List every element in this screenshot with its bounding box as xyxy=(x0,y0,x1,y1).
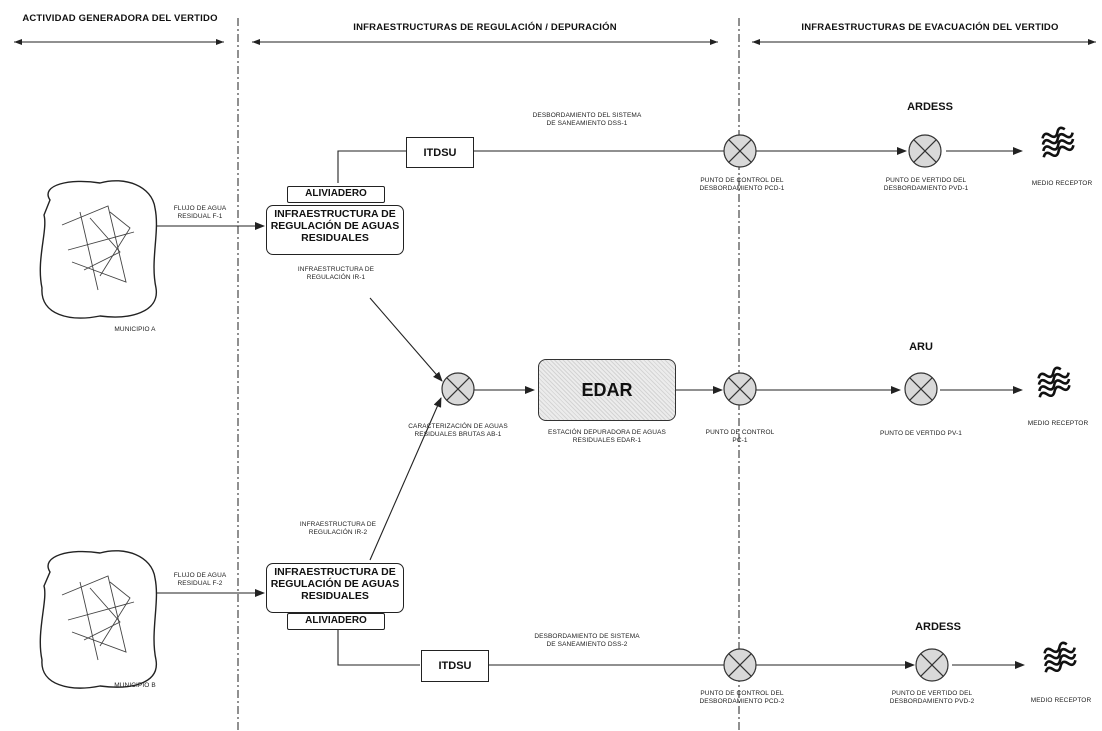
label-pv1: PUNTO DE VERTIDO PV-1 xyxy=(879,430,963,437)
label-pc1: PUNTO DE CONTROL PC-1 xyxy=(705,429,775,444)
water-icon-middle xyxy=(1030,363,1076,402)
label-pvd1: PUNTO DE VERTIDO DEL DESBORDAMIENTO PVD-… xyxy=(883,177,969,192)
water-icon-bottom xyxy=(1036,638,1082,677)
label-municipio-b: MUNICIPIO B xyxy=(114,682,156,689)
node-pvd2 xyxy=(915,648,949,682)
itdsu-box-bottom: ITDSU xyxy=(421,650,489,682)
node-pcd2 xyxy=(723,648,757,682)
label-dss2: DESBORDAMIENTO DE SISTEMA DE SANEAMIENTO… xyxy=(534,633,640,648)
water-icon-top xyxy=(1034,123,1080,162)
aliviadero-box-bottom: ALIVIADERO xyxy=(287,613,385,630)
label-ir2: INFRAESTRUCTURA DE REGULACIÓN IR-2 xyxy=(299,521,377,536)
label-pvd2: PUNTO DE VERTIDO DEL DESBORDAMIENTO PVD-… xyxy=(889,690,975,705)
label-ir1: INFRAESTRUCTURA DE REGULACIÓN IR-1 xyxy=(297,266,375,281)
flow-lines xyxy=(156,147,1025,669)
header-evacuation: INFRAESTRUCTURAS DE EVACUACIÓN DEL VERTI… xyxy=(801,22,1059,33)
municipio-b-blob xyxy=(39,550,158,689)
label-aru: ARU xyxy=(909,341,933,353)
label-flow-f1: FLUJO DE AGUA RESIDUAL F-1 xyxy=(173,205,227,220)
label-dss1: DESBORDAMIENTO DEL SISTEMA DE SANEAMIENT… xyxy=(532,112,642,127)
node-ab1 xyxy=(441,372,475,406)
node-pvd1 xyxy=(908,134,942,168)
label-ardess-bottom: ARDESS xyxy=(915,621,961,633)
node-pc1 xyxy=(723,372,757,406)
municipio-a-blob xyxy=(39,180,158,319)
label-municipio-a: MUNICIPIO A xyxy=(114,326,156,333)
itdsu-box-top: ITDSU xyxy=(406,137,474,168)
aliviadero-box-top: ALIVIADERO xyxy=(287,186,385,203)
regulation-box-bottom: INFRAESTRUCTURA DE REGULACIÓN DE AGUAS R… xyxy=(266,563,404,613)
label-edar1: ESTACIÓN DEPURADORA DE AGUAS RESIDUALES … xyxy=(548,429,666,444)
edar-label: EDAR xyxy=(581,379,633,400)
node-pcd1 xyxy=(723,134,757,168)
label-pcd2: PUNTO DE CONTROL DEL DESBORDAMIENTO PCD-… xyxy=(699,690,785,705)
label-receptor-top: MEDIO RECEPTOR xyxy=(1031,180,1093,187)
label-receptor-bottom: MEDIO RECEPTOR xyxy=(1030,697,1092,704)
header-regulation: INFRAESTRUCTURAS DE REGULACIÓN / DEPURAC… xyxy=(353,22,617,33)
label-flow-f2: FLUJO DE AGUA RESIDUAL F-2 xyxy=(173,572,227,587)
label-ardess-top: ARDESS xyxy=(907,101,953,113)
node-pv1 xyxy=(904,372,938,406)
edar-box: EDAR xyxy=(538,359,676,421)
regulation-box-top: INFRAESTRUCTURA DE REGULACIÓN DE AGUAS R… xyxy=(266,205,404,255)
header-activity: ACTIVIDAD GENERADORA DEL VERTIDO xyxy=(22,13,218,24)
label-receptor-middle: MEDIO RECEPTOR xyxy=(1027,420,1089,427)
label-ab1: CARACTERIZACIÓN DE AGUAS RESIDUALES BRUT… xyxy=(408,423,508,438)
label-pcd1: PUNTO DE CONTROL DEL DESBORDAMIENTO PCD-… xyxy=(699,177,785,192)
